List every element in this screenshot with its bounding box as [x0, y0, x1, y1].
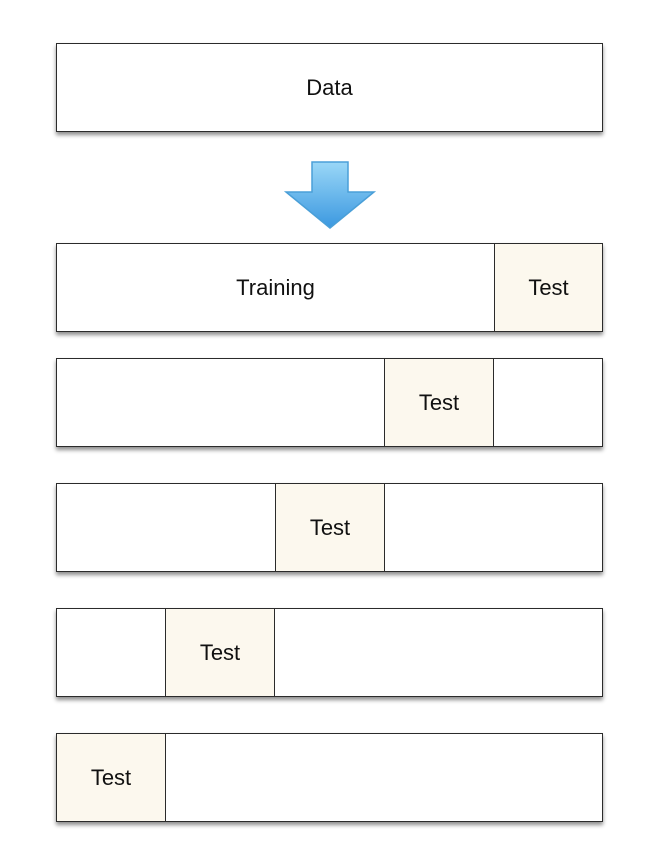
fold-row-2: Test [56, 358, 603, 447]
data-label: Data [306, 74, 353, 100]
test-label: Test [418, 389, 460, 415]
test-label: Test [309, 514, 351, 540]
fold-row-4: Test [56, 608, 603, 697]
test-label: Test [528, 274, 569, 300]
test-label: Test [90, 764, 132, 790]
fold-row-3: Test [56, 483, 603, 572]
test-segment: Test [494, 244, 602, 331]
test-label: Test [199, 639, 241, 665]
fold-row-1: Training Test [56, 243, 603, 332]
test-segment: Test [57, 734, 166, 821]
test-segment: Test [165, 609, 275, 696]
training-segment: Training [57, 244, 494, 331]
test-segment: Test [275, 484, 385, 571]
fold-row-5: Test [56, 733, 603, 822]
test-segment: Test [384, 359, 494, 446]
down-arrow-icon [283, 161, 377, 229]
data-box: Data [56, 43, 603, 132]
training-label: Training [236, 274, 315, 300]
